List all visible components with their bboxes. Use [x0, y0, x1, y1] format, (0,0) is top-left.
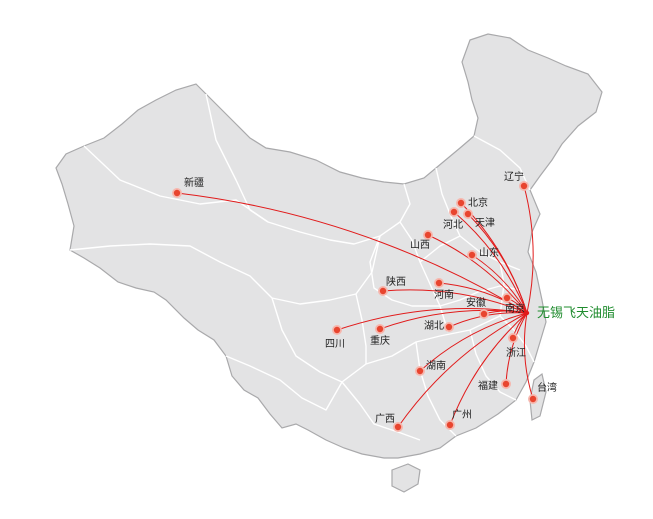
- label-fujian: 福建: [478, 379, 498, 392]
- marker-dot: [376, 325, 384, 333]
- label-beijing: 北京: [468, 196, 488, 209]
- marker-dot: [468, 251, 476, 259]
- route-shanxi: [427, 234, 528, 314]
- label-tianjin: 天津: [475, 217, 495, 229]
- marker-shanxi[interactable]: [423, 230, 433, 240]
- marker-dot: [333, 326, 341, 334]
- route-sichuan: [336, 308, 528, 331]
- marker-taiwan[interactable]: [528, 394, 538, 404]
- marker-guangxi[interactable]: [393, 422, 403, 432]
- marker-dot: [529, 395, 537, 403]
- province-borders: [69, 93, 535, 441]
- label-liaoning: 辽宁: [504, 170, 524, 183]
- hainan-island: [391, 463, 421, 493]
- label-xinjiang: 新疆: [184, 176, 204, 189]
- label-guangxi: 广西: [375, 413, 395, 425]
- marker-dot: [416, 367, 424, 375]
- route-guangzhou: [449, 312, 528, 426]
- marker-shandong[interactable]: [467, 250, 477, 260]
- marker-chongqing[interactable]: [375, 324, 385, 334]
- label-nanjing: 南京: [505, 302, 525, 315]
- label-taiwan: 台湾: [537, 381, 557, 394]
- marker-henan[interactable]: [434, 278, 444, 288]
- route-xinjiang: [176, 192, 528, 314]
- marker-beijing[interactable]: [456, 198, 466, 208]
- label-anhui: 安徽: [466, 296, 486, 309]
- route-liaoning: [523, 185, 534, 314]
- route-chongqing: [379, 309, 528, 330]
- route-guangxi: [397, 312, 528, 428]
- marker-dot: [379, 287, 387, 295]
- marker-dot: [173, 189, 181, 197]
- label-shaanxi: 陕西: [386, 275, 406, 288]
- label-shanxi: 山西: [410, 239, 430, 251]
- marker-fujian[interactable]: [501, 379, 511, 389]
- marker-hubei[interactable]: [444, 322, 454, 332]
- label-guangzhou: 广州: [452, 409, 472, 421]
- marker-guangzhou[interactable]: [445, 420, 455, 430]
- marker-dot: [464, 210, 472, 218]
- marker-dot: [520, 182, 528, 190]
- marker-dot: [457, 199, 465, 207]
- route-shandong: [471, 254, 528, 314]
- label-sichuan: 四川: [325, 339, 345, 350]
- marker-xinjiang[interactable]: [172, 188, 182, 198]
- hub-marker: [524, 310, 530, 316]
- label-hunan: 湖南: [426, 359, 446, 372]
- marker-sichuan[interactable]: [332, 325, 342, 335]
- marker-dot: [435, 279, 443, 287]
- marker-hunan[interactable]: [415, 366, 425, 376]
- route-taiwan: [523, 312, 534, 400]
- hub-label: 无锡飞天油脂: [537, 306, 615, 321]
- label-henan: 河南: [434, 288, 454, 301]
- route-fujian: [505, 312, 528, 385]
- marker-dot: [509, 334, 517, 342]
- marker-nanjing[interactable]: [502, 293, 512, 303]
- label-hubei: 湖北: [424, 320, 444, 332]
- marker-dot: [503, 294, 511, 302]
- marker-dot: [446, 421, 454, 429]
- label-chongqing: 重庆: [370, 334, 390, 347]
- city-markers: [172, 181, 538, 432]
- marker-dot: [424, 231, 432, 239]
- marker-shaanxi[interactable]: [378, 286, 388, 296]
- label-zhejiang: 浙江: [506, 347, 526, 359]
- marker-hebei[interactable]: [449, 207, 459, 217]
- route-henan: [438, 282, 528, 314]
- route-hunan: [419, 312, 528, 372]
- route-hebei: [453, 211, 528, 314]
- mainland-outline: [55, 33, 603, 459]
- marker-anhui[interactable]: [479, 309, 489, 319]
- china-landmass: [55, 33, 603, 493]
- marker-tianjin[interactable]: [463, 209, 473, 219]
- label-shandong: 山东: [479, 246, 499, 259]
- route-tianjin: [467, 213, 528, 314]
- marker-dot: [480, 310, 488, 318]
- label-hebei: 河北: [443, 219, 463, 231]
- marker-dot: [394, 423, 402, 431]
- marker-liaoning[interactable]: [519, 181, 529, 191]
- marker-dot: [445, 323, 453, 331]
- marker-zhejiang[interactable]: [508, 333, 518, 343]
- marker-dot: [502, 380, 510, 388]
- marker-dot: [450, 208, 458, 216]
- route-shaanxi: [382, 289, 528, 314]
